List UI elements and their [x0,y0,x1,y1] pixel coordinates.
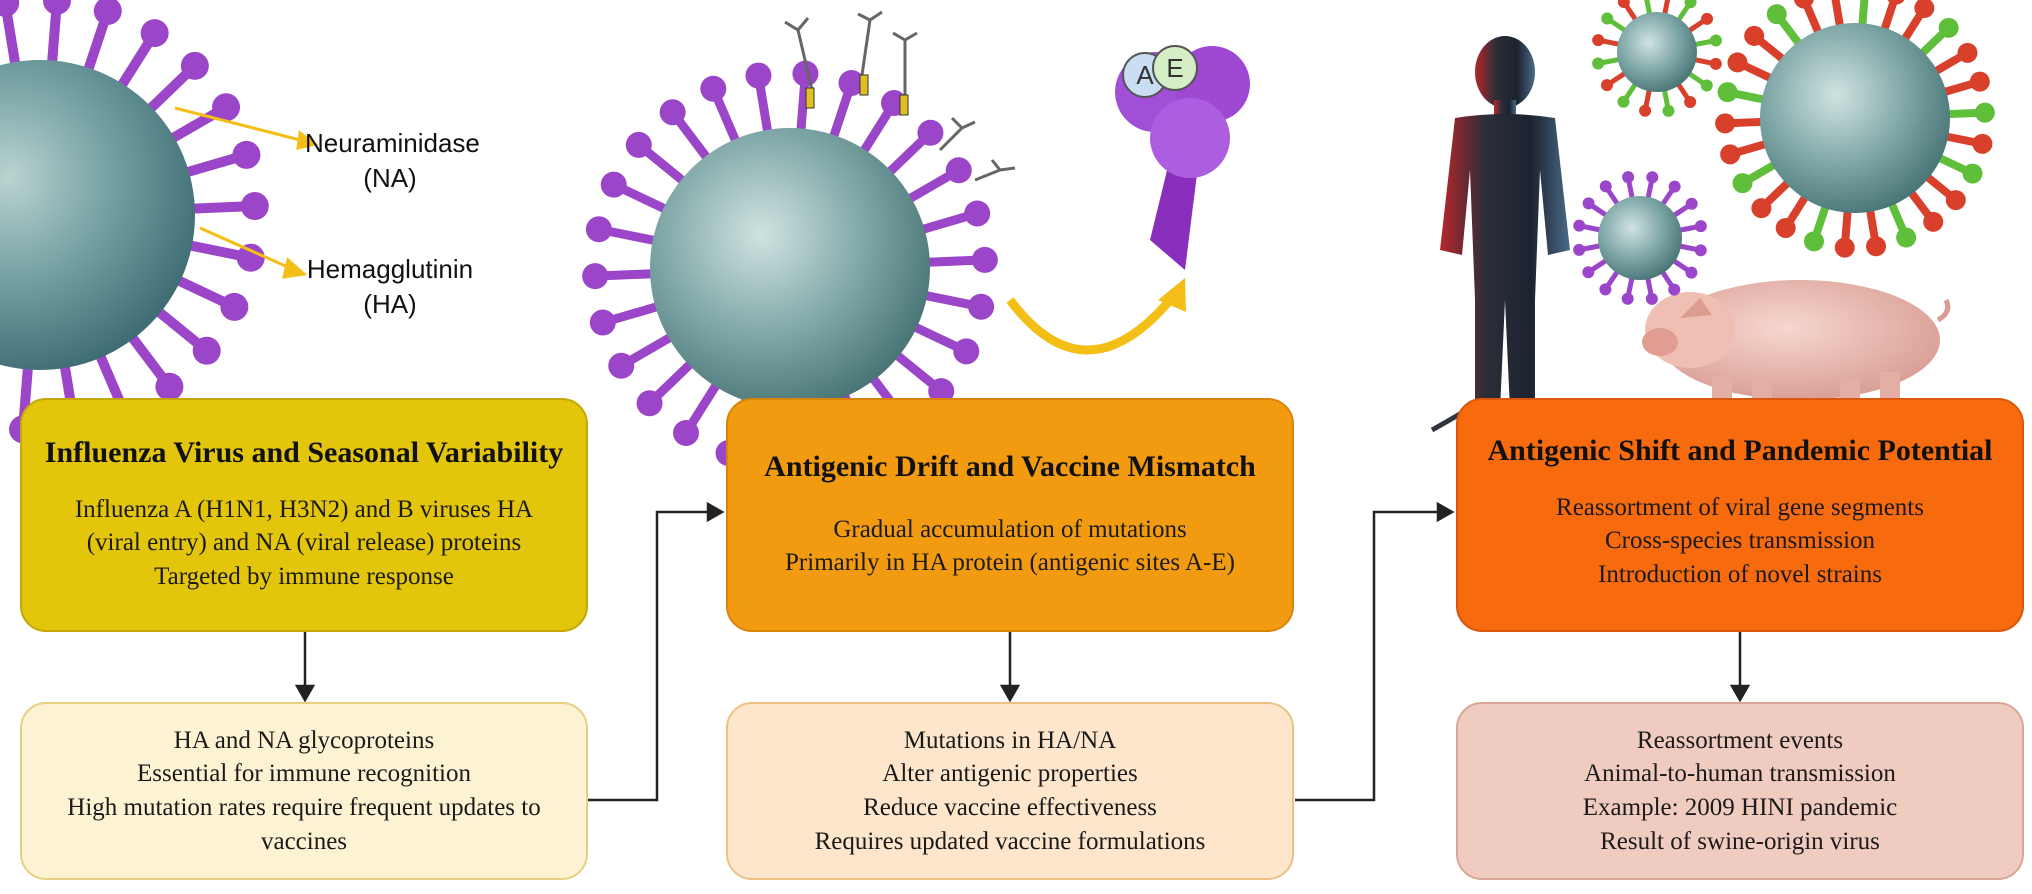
detail-line: Animal-to-human transmission [1584,760,1896,788]
hemagglutinin-text: Hemagglutinin [306,254,474,284]
detail-antigenic-shift: Reassortment events Animal-to-human tran… [1456,702,2024,880]
human-silhouette [1430,36,1570,433]
label-pointer-arrows [174,106,319,279]
hemagglutinin-label: Hemagglutinin (HA) [305,252,475,322]
reassortant-virus-large [1715,0,1995,258]
antibody-icons [784,10,1016,182]
panel-title: Antigenic Drift and Vaccine Mismatch [764,450,1256,483]
detail-line: Mutations in HA/NA [903,726,1117,754]
detail-line: vaccines [260,827,348,855]
curved-mutation-arrow [1006,278,1186,355]
detail-line: HA and NA glycoproteins [173,726,435,754]
neuraminidase-label: Neuraminidase (NA) [305,126,480,196]
panel-line: Primarily in HA protein (antigenic sites… [785,549,1235,577]
panel-line: (viral entry) and NA (viral release) pro… [86,529,522,557]
panel-title: Antigenic Shift and Pandemic Potential [1487,434,1993,467]
detail-line: Alter antigenic properties [882,760,1138,788]
detail-line: Example: 2009 HINI pandemic [1582,794,1898,821]
panel-line: Gradual accumulation of mutations [833,515,1187,543]
flow-connectors [294,501,1751,802]
detail-line: Reassortment events [1636,726,1844,754]
detail-line: Requires updated vaccine formulations [814,827,1206,855]
influenza-virus-illustration [0,0,269,444]
hemagglutinin-abbr: (HA) [363,289,417,320]
detail-line: High mutation rates require frequent upd… [67,794,541,821]
neuraminidase-text: Neuraminidase [305,128,480,158]
reassortant-virus-small-purple [1573,171,1707,305]
panel-seasonal-variability: Influenza Virus and Seasonal Variability… [20,398,588,632]
panel-line: Introduction of novel strains [1598,561,1882,588]
hemagglutinin-protein-model: A E [1115,45,1250,270]
panel-line: Reassortment of viral gene segments [1556,493,1924,521]
panel-antigenic-shift: Antigenic Shift and Pandemic Potential R… [1456,398,2024,632]
panel-antigenic-drift: Antigenic Drift and Vaccine Mismatch Gra… [726,398,1294,632]
detail-line: Reduce vaccine effectiveness [863,794,1157,821]
panel-line: Influenza A (H1N1, H3N2) and B viruses H… [74,495,534,523]
panel-title: Influenza Virus and Seasonal Variability [44,436,564,469]
detail-seasonal-variability: HA and NA glycoproteins Essential for im… [20,702,588,880]
detail-line: Result of swine-origin virus [1600,827,1880,855]
pig-illustration [1642,280,1951,420]
reassortant-virus-small-top [1592,0,1722,117]
detail-antigenic-drift: Mutations in HA/NA Alter antigenic prope… [726,702,1294,880]
panel-line: Targeted by immune response [154,563,454,590]
epitope-e-label: E [1166,53,1183,83]
neuraminidase-abbr: (NA) [363,163,417,194]
epitope-a-label: A [1136,60,1154,90]
detail-line: Essential for immune recognition [137,760,471,788]
panel-line: Cross-species transmission [1604,527,1876,555]
